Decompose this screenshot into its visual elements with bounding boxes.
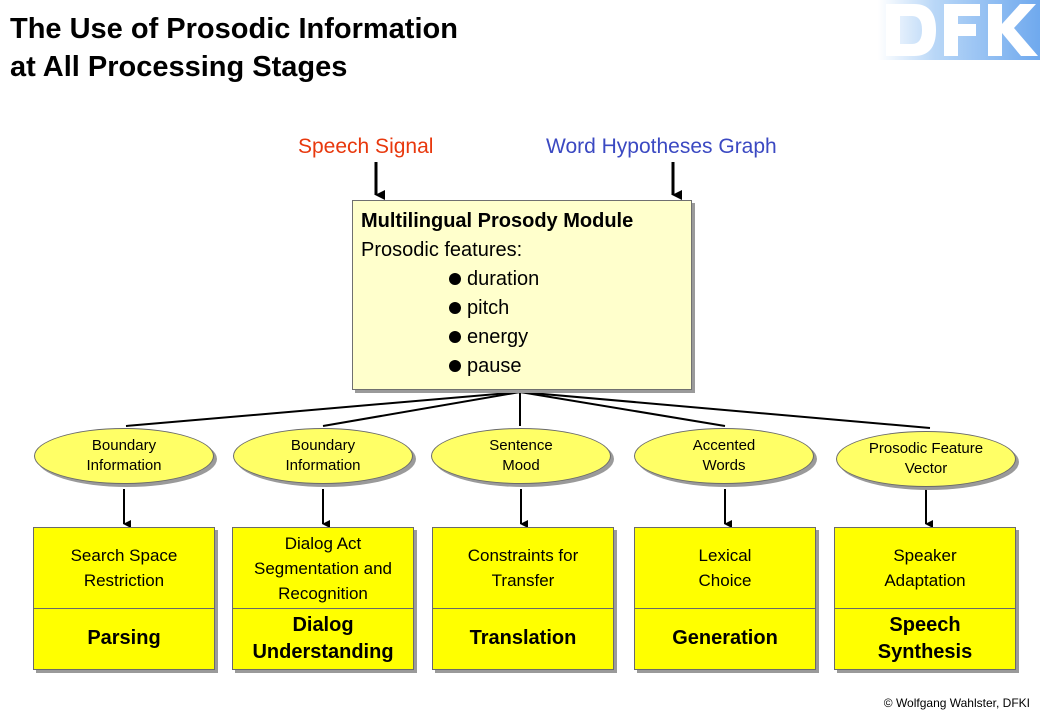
copyright-notice: © Wolfgang Wahlster, DFKI (883, 696, 1030, 710)
feature-energy: energy (449, 323, 683, 352)
box-parsing-upper: Search Space Restriction (34, 528, 214, 609)
oval-prosodic-feature-vector: Prosodic Feature Vector (836, 431, 1016, 487)
box-translation-lower: Translation (469, 627, 577, 649)
feature-pitch: pitch (449, 294, 683, 323)
feature-duration: duration (449, 265, 683, 294)
word-hypotheses-label: Word Hypotheses Graph (546, 135, 777, 158)
module-title: Multilingual Prosody Module (361, 210, 634, 232)
feature-list: duration pitch energy pause (361, 265, 683, 381)
box-translation-upper: Constraints for Transfer (433, 528, 613, 609)
speech-signal-label: Speech Signal (298, 135, 434, 158)
box-generation-lower: Generation (672, 627, 778, 649)
box-synthesis-upper: Speaker Adaptation (835, 528, 1015, 609)
box-generation: Lexical Choice Generation (634, 527, 816, 670)
box-synthesis-lower: Speech Synthesis (877, 613, 973, 663)
module-subtitle: Prosodic features: (361, 239, 523, 261)
box-dialog-understanding: Dialog Act Segmentation and Recognition … (232, 527, 414, 670)
box-generation-upper: Lexical Choice (635, 528, 815, 609)
fan-line-1 (125, 391, 521, 427)
box-speech-synthesis: Speaker Adaptation Speech Synthesis (834, 527, 1016, 670)
oval-boundary-information-2: Boundary Information (233, 428, 413, 484)
box-parsing: Search Space Restriction Parsing (33, 527, 215, 670)
slide-title: The Use of Prosodic Information at All P… (10, 13, 458, 83)
dfki-logo (878, 0, 1040, 60)
box-parsing-lower: Parsing (87, 627, 161, 649)
oval-boundary-information-1: Boundary Information (34, 428, 214, 484)
oval-accented-words: Accented Words (634, 428, 814, 484)
fan-line-4 (519, 391, 726, 427)
box-dialog-upper: Dialog Act Segmentation and Recognition (233, 528, 413, 609)
box-translation: Constraints for Transfer Translation (432, 527, 614, 670)
fan-line-2 (322, 391, 521, 427)
feature-pause: pause (449, 352, 683, 381)
fan-line-5 (519, 391, 931, 429)
prosody-module-box: Multilingual Prosody Module Prosodic fea… (352, 200, 692, 390)
box-dialog-lower: Dialog Understanding (252, 613, 394, 663)
oval-sentence-mood: Sentence Mood (431, 428, 611, 484)
